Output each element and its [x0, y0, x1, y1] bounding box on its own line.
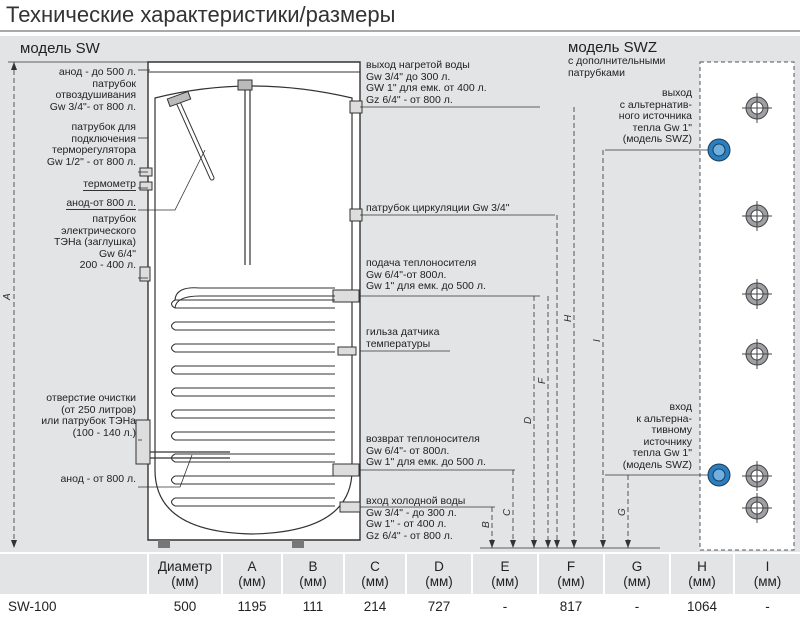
- label-thermometer: термометр: [83, 178, 136, 191]
- table-cell: 1195: [221, 594, 282, 618]
- tank-foot-left: [158, 540, 170, 548]
- page-title: Технические характеристики/размеры: [6, 2, 396, 27]
- dim-C-label: C: [502, 508, 513, 516]
- dim-H-label: H: [563, 314, 574, 322]
- dim-G-label: G: [617, 508, 628, 516]
- model-sw-heading: модель SW: [20, 40, 100, 57]
- header-cell: E(мм): [471, 554, 538, 594]
- table-cell: 727: [405, 594, 472, 618]
- tank-foot-right: [292, 540, 304, 548]
- table-cell: -: [471, 594, 538, 618]
- header-cell: H(мм): [669, 554, 734, 594]
- table-cell: 214: [343, 594, 406, 618]
- table-cell: 817: [537, 594, 604, 618]
- dim-D-label: D: [523, 417, 534, 424]
- header-cell: B(мм): [281, 554, 344, 594]
- label-anode-800: анод-от 800 л.: [66, 197, 136, 210]
- header-cell: G(мм): [603, 554, 670, 594]
- header-cell: C(мм): [343, 554, 406, 594]
- port-icon: [742, 493, 772, 523]
- header-cell: D(мм): [405, 554, 472, 594]
- spec-table: Диаметр(мм) A(мм) B(мм) C(мм) D(мм) E(мм…: [0, 554, 800, 618]
- table-cell: 111: [281, 594, 344, 618]
- table-cell: 1064: [669, 594, 734, 618]
- label-cleaning-opening: отверстие очистки(от 250 литров) или пат…: [41, 392, 136, 439]
- port-icon: [742, 339, 772, 369]
- cleaning-flange: [135, 419, 151, 465]
- port-icon: [742, 461, 772, 491]
- title-divider: [0, 30, 800, 32]
- header-cell: I(мм): [733, 554, 800, 594]
- label-anode-bottom: анод - от 800 л.: [60, 473, 136, 485]
- port-icon: [742, 93, 772, 123]
- port-icon: [742, 201, 772, 231]
- swz-ports: [707, 93, 772, 523]
- heat-exchanger-coil: [170, 287, 335, 507]
- model-swz-heading: модель SWZ: [568, 39, 657, 56]
- alt-source-inlet-icon: [707, 463, 731, 487]
- alt-source-outlet-icon: [707, 138, 731, 162]
- table-cell: 500: [147, 594, 222, 618]
- table-cell: -: [733, 594, 800, 618]
- dim-B-label: B: [481, 521, 492, 528]
- diagram-panel: [0, 36, 800, 552]
- header-cell: F(мм): [537, 554, 604, 594]
- table-cell: -: [603, 594, 670, 618]
- dimension-lines: [13, 62, 629, 548]
- tank-inner-vessel: [154, 85, 353, 535]
- header-cell: Диаметр(мм): [147, 554, 222, 594]
- dim-I-label: I: [592, 339, 603, 342]
- dim-F-label: F: [537, 377, 548, 384]
- model-cell: SW-100: [8, 598, 57, 614]
- header-cell: A(мм): [221, 554, 282, 594]
- tank-diagram: A B C D F H I G: [2, 61, 795, 551]
- port-icon: [742, 279, 772, 309]
- header-cell: [0, 554, 148, 594]
- spec-header-row: Диаметр(мм) A(мм) B(мм) C(мм) D(мм) E(мм…: [0, 554, 800, 594]
- dim-A-label: A: [2, 293, 13, 301]
- table-row: SW-100 500 1195 111 214 727 - 817 - 1064…: [0, 594, 800, 618]
- label-circulation-port: патрубок циркуляции Gw 3/4": [366, 202, 510, 214]
